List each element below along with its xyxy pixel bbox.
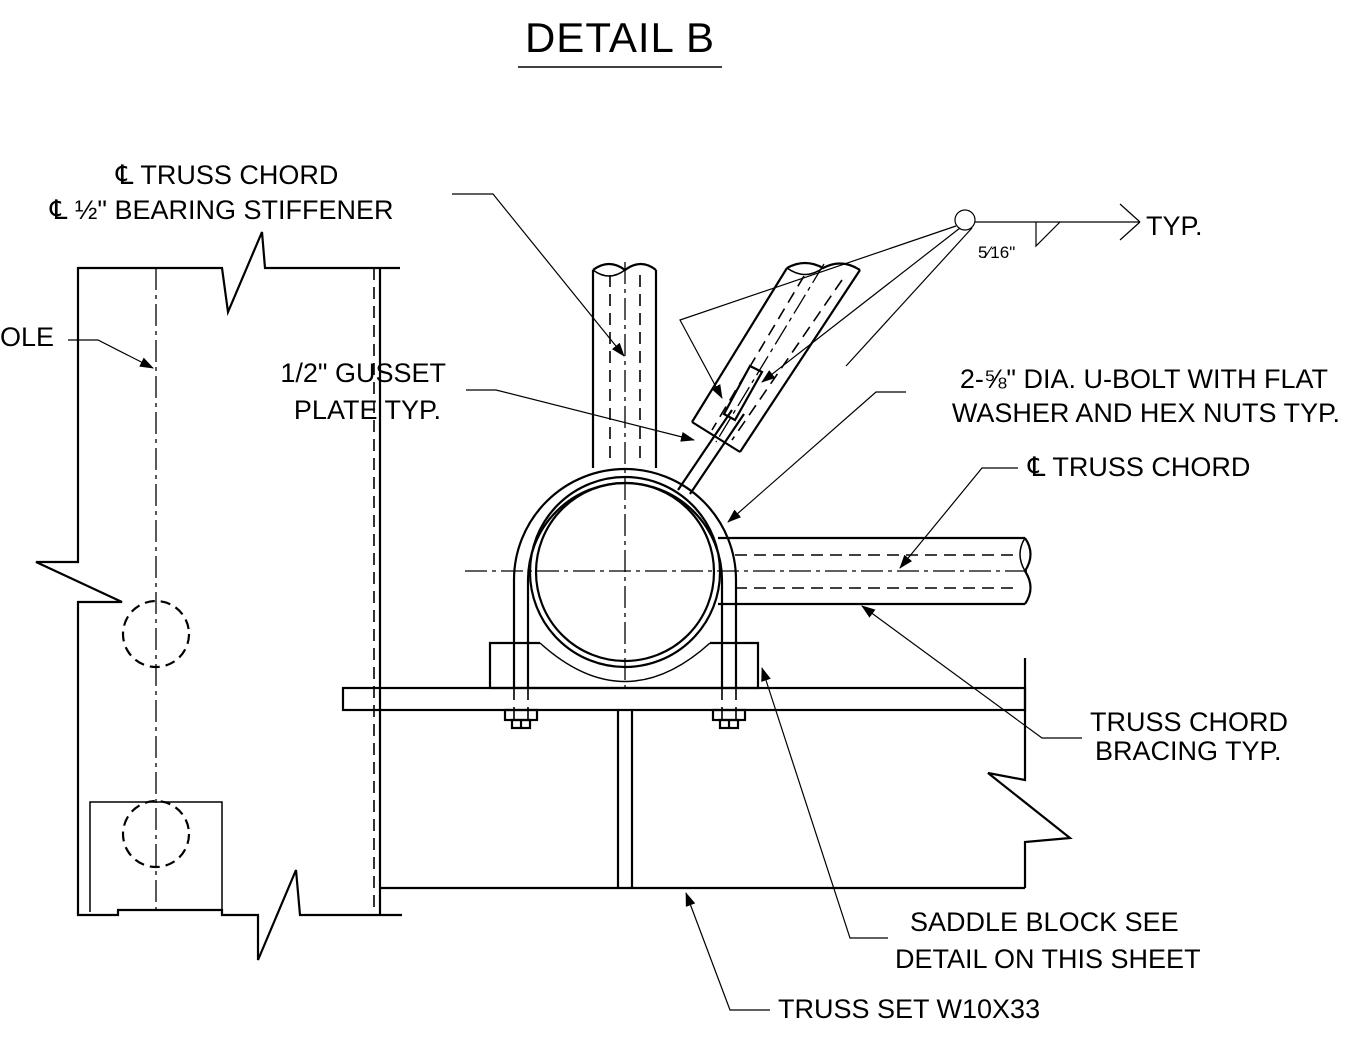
vertical-truss-chord: [591, 262, 658, 690]
gusset-label-line1: 1/2" GUSSET: [280, 358, 446, 388]
label-truss-chord-bearing-stiffener: ℄ TRUSS CHORD ℄ ½" BEARING STIFFENER: [49, 160, 625, 357]
bearing-stiffener: [373, 268, 382, 915]
truss-chord-right-label: ℄ TRUSS CHORD: [1027, 452, 1250, 482]
label-u-bolt: 2-⅝" DIA. U-BOLT WITH FLAT WASHER AND HE…: [727, 364, 1340, 523]
label-gusset-plate: 1/2" GUSSET PLATE TYP.: [280, 358, 695, 442]
label-saddle-block: SADDLE BLOCK SEE DETAIL ON THIS SHEET: [761, 667, 1201, 974]
bracing-label-line1: TRUSS CHORD: [1090, 707, 1288, 737]
weld-size-label: 5⁄16": [978, 243, 1015, 262]
horizontal-truss-chord: [465, 536, 1032, 606]
label-pole: OLE: [0, 322, 154, 369]
main-pipe-and-u-bolt: [488, 467, 760, 730]
truss-set-label: TRUSS SET W10X33: [778, 994, 1040, 1024]
u-bolt-label-line2: WASHER AND HEX NUTS TYP.: [952, 398, 1340, 428]
detail-title: DETAIL B: [525, 14, 715, 61]
truss-chord-label: ℄ TRUSS CHORD: [115, 160, 338, 190]
saddle-label-line2: DETAIL ON THIS SHEET: [895, 944, 1201, 974]
label-truss-chord-bracing: TRUSS CHORD BRACING TYP.: [861, 605, 1288, 766]
bracing-label-line2: BRACING TYP.: [1095, 736, 1282, 766]
label-truss-chord-right: ℄ TRUSS CHORD: [899, 452, 1250, 569]
u-bolt-label-line1: 2-⅝" DIA. U-BOLT WITH FLAT: [960, 364, 1328, 394]
gusset-plate: [677, 409, 745, 495]
pole: [35, 231, 402, 961]
diagonal-brace: [691, 261, 861, 453]
weld-symbol: 5⁄16" TYP.: [679, 203, 1203, 399]
bearing-stiffener-label: ℄ ½" BEARING STIFFENER: [49, 195, 393, 225]
pole-label: OLE: [0, 322, 54, 352]
label-truss-set: TRUSS SET W10X33: [685, 892, 1040, 1024]
truss-set-w10x33: [341, 658, 1073, 890]
weld-typ-label: TYP.: [1146, 211, 1203, 241]
saddle-label-line1: SADDLE BLOCK SEE: [910, 907, 1179, 937]
gusset-label-line2: PLATE TYP.: [294, 395, 441, 425]
